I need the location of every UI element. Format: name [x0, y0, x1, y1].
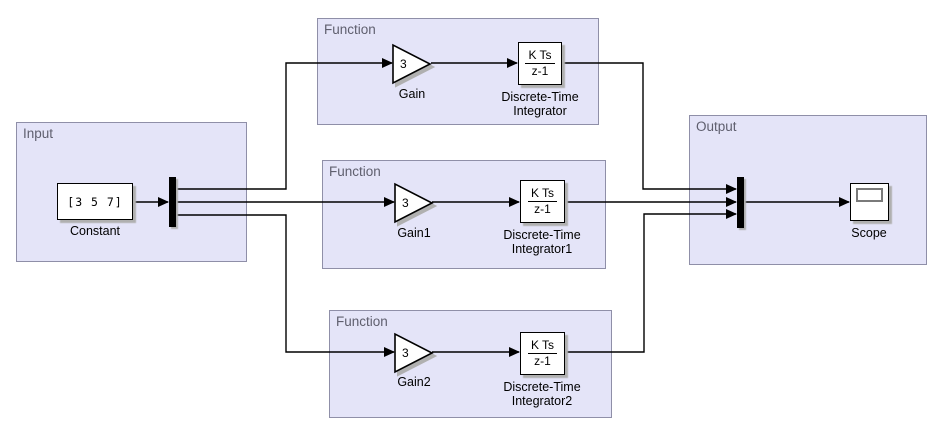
scope-label: Scope: [851, 226, 887, 240]
integrator-label-line1: Discrete-Time: [501, 90, 579, 104]
constant-value: [3 5 7]: [67, 194, 123, 209]
integrator1-label-line1: Discrete-Time: [503, 228, 581, 242]
integrator1-label-line2: Integrator1: [511, 242, 573, 256]
integrator2-numerator: K Ts: [527, 338, 558, 354]
integrator2-denominator: z-1: [534, 354, 551, 368]
output-area-label: Output: [696, 119, 737, 134]
integrator1-block[interactable]: K Ts z-1: [520, 180, 565, 223]
mux-block[interactable]: [737, 177, 744, 228]
gain-block[interactable]: 3: [391, 43, 437, 89]
wire-integrator2-to-mux[interactable]: [565, 209, 737, 353]
integrator2-label-line2: Integrator2: [511, 394, 573, 408]
function-area-top-label: Function: [324, 22, 376, 37]
integrator2-label-line1: Discrete-Time: [503, 380, 581, 394]
function-area-bottom-label: Function: [336, 314, 388, 329]
gain1-label: Gain1: [397, 226, 431, 240]
gain1-block[interactable]: 3: [393, 182, 439, 228]
demux-block[interactable]: [169, 177, 176, 227]
gain-label: Gain: [398, 87, 426, 101]
gain1-value: 3: [402, 196, 409, 210]
gain-triangle-icon: [392, 43, 436, 88]
gain2-block[interactable]: 3: [393, 332, 439, 378]
scope-screen-icon: [856, 188, 883, 202]
integrator1-transfer-function: K Ts z-1: [521, 181, 564, 222]
integrator1-denominator: z-1: [534, 202, 551, 216]
integrator2-block[interactable]: K Ts z-1: [520, 332, 565, 375]
constant-label: Constant: [69, 224, 121, 238]
gain2-label: Gain2: [397, 375, 431, 389]
integrator-block[interactable]: K Ts z-1: [518, 42, 562, 85]
input-area-label: Input: [23, 126, 54, 141]
gain2-value: 3: [402, 346, 409, 360]
gain-triangle-icon: [394, 332, 438, 377]
integrator1-numerator: K Ts: [527, 186, 558, 202]
integrator2-transfer-function: K Ts z-1: [521, 333, 564, 374]
wire-integrator-to-mux[interactable]: [562, 62, 737, 194]
function-area-middle-label: Function: [329, 164, 381, 179]
integrator-label-line2: Integrator: [513, 104, 567, 118]
integrator-numerator: K Ts: [525, 48, 555, 64]
scope-block[interactable]: [850, 183, 889, 221]
integrator-transfer-function: K Ts z-1: [519, 43, 561, 84]
integrator-denominator: z-1: [531, 64, 549, 78]
gain-triangle-icon: [394, 182, 438, 227]
gain-value: 3: [400, 57, 407, 71]
wire-demux-to-gain2[interactable]: [176, 214, 395, 357]
wire-demux-to-gain[interactable]: [176, 58, 393, 190]
constant-block[interactable]: [3 5 7]: [57, 183, 133, 220]
